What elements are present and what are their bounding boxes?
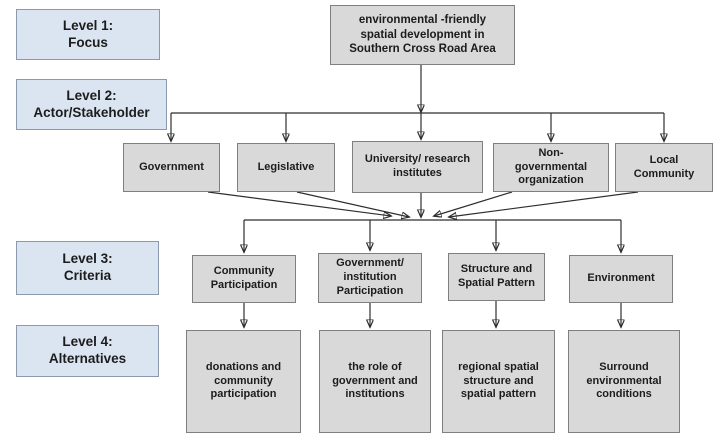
- criteria-environment-node: Environment: [569, 255, 673, 303]
- level-3-criteria-label: Level 3: Criteria: [16, 241, 159, 295]
- actor-local-community-node: Local Community: [615, 143, 713, 192]
- criteria-community-participation-node: Community Participation: [192, 255, 296, 303]
- criteria-government-participation-node: Government/ institution Participation: [318, 253, 422, 303]
- alternative-regional-structure-node: regional spatial structure and spatial p…: [442, 330, 555, 433]
- level-2-actor-label: Level 2: Actor/Stakeholder: [16, 79, 167, 130]
- actor-government-node: Government: [123, 143, 220, 192]
- level-4-alternatives-label: Level 4: Alternatives: [16, 325, 159, 377]
- focus-goal-node: environmental -friendly spatial developm…: [330, 5, 515, 65]
- alternative-donations-node: donations and community participation: [186, 330, 301, 433]
- alternative-environment-conditions-node: Surround environmental conditions: [568, 330, 680, 433]
- level-1-focus-label: Level 1: Focus: [16, 9, 160, 60]
- actor-ngo-node: Non- governmental organization: [493, 143, 609, 192]
- alternative-government-role-node: the role of government and institutions: [319, 330, 431, 433]
- actor-university-node: University/ research institutes: [352, 141, 483, 193]
- criteria-spatial-pattern-node: Structure and Spatial Pattern: [448, 253, 545, 301]
- actor-legislative-node: Legislative: [237, 143, 335, 192]
